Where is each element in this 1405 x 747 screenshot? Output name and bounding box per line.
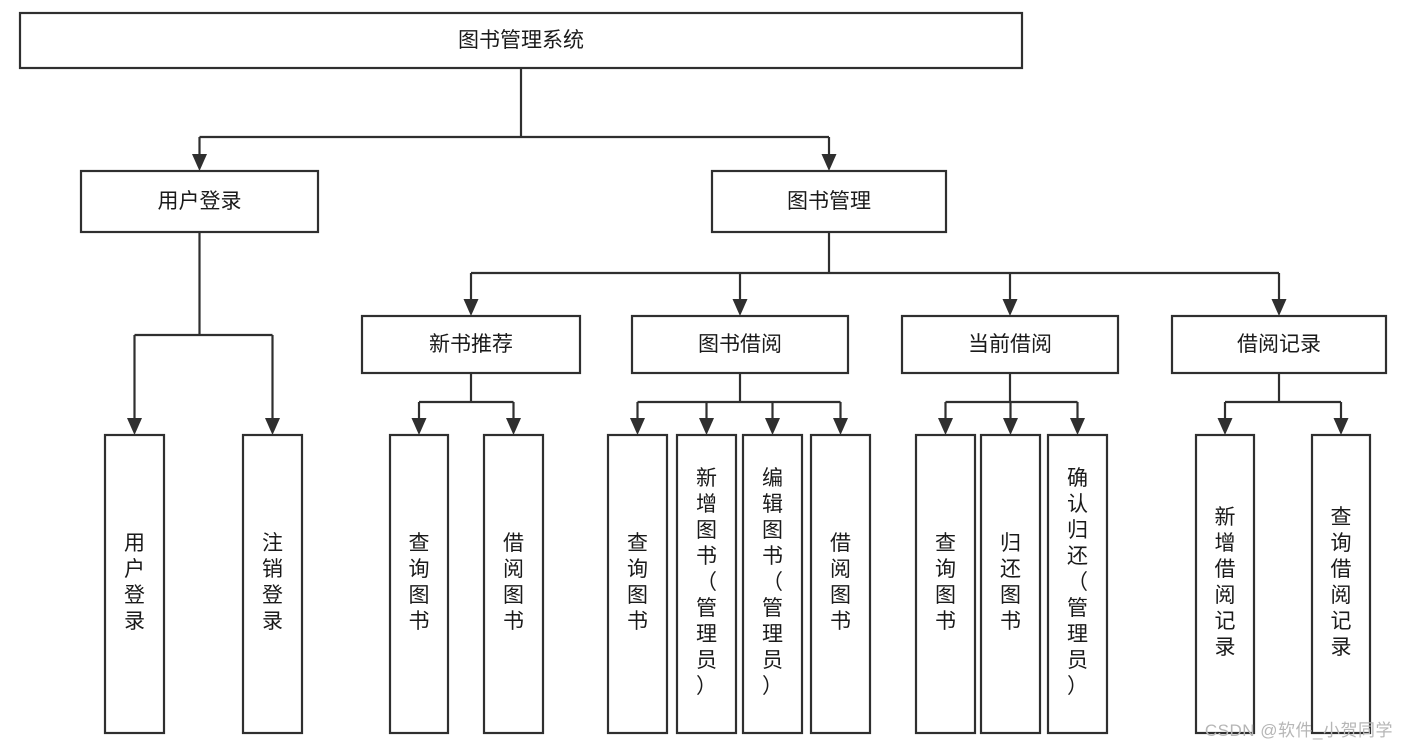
node-level2-借阅记录[interactable]: 借阅记录 <box>1170 314 1388 375</box>
node-root-图书管理系统[interactable]: 图书管理系统 <box>18 11 1024 70</box>
node-label: 用户登录 <box>158 190 242 213</box>
node-level2-新书推荐[interactable]: 新书推荐 <box>360 314 582 375</box>
node-box <box>979 433 1042 735</box>
node-label: 编辑图书（管理员） <box>762 467 783 698</box>
connector-layer <box>127 68 1349 435</box>
node-label: 查询图书 <box>935 532 956 633</box>
node-box <box>741 433 804 735</box>
node-level2-当前借阅[interactable]: 当前借阅 <box>900 314 1120 375</box>
node-box <box>675 433 738 735</box>
node-label: 查询图书 <box>409 532 430 633</box>
node-leaf-归还图书[interactable]: 归还图书 <box>979 433 1042 735</box>
node-label: 确认归还（管理员） <box>1067 467 1088 698</box>
node-label: 图书借阅 <box>698 333 782 356</box>
node-box <box>241 433 304 735</box>
node-level1-用户登录[interactable]: 用户登录 <box>79 169 320 234</box>
node-label: 图书管理 <box>787 190 871 213</box>
node-box <box>630 314 850 375</box>
node-leaf-借阅图书[interactable]: 借阅图书 <box>809 433 872 735</box>
node-level2-图书借阅[interactable]: 图书借阅 <box>630 314 850 375</box>
node-label: 归还图书 <box>1000 532 1021 633</box>
node-box <box>1046 433 1109 735</box>
csdn-watermark: CSDN @软件_小贺同学 <box>1204 721 1393 740</box>
node-box <box>606 433 669 735</box>
node-leaf-新增图书（管理员）[interactable]: 新增图书（管理员） <box>675 433 738 735</box>
node-box <box>388 433 450 735</box>
node-box <box>18 11 1024 70</box>
node-label: 新增图书（管理员） <box>696 467 717 698</box>
node-leaf-编辑图书（管理员）[interactable]: 编辑图书（管理员） <box>741 433 804 735</box>
node-box <box>1194 433 1256 735</box>
node-layer: 图书管理系统用户登录图书管理新书推荐图书借阅当前借阅借阅记录用户登录注销登录查询… <box>18 11 1388 735</box>
node-label: 图书管理系统 <box>458 29 584 52</box>
node-leaf-新增借阅记录[interactable]: 新增借阅记录 <box>1194 433 1256 735</box>
node-label: 借阅图书 <box>503 532 524 633</box>
node-leaf-借阅图书[interactable]: 借阅图书 <box>482 433 545 735</box>
node-label: 用户登录 <box>124 532 145 633</box>
node-box <box>710 169 948 234</box>
node-box <box>914 433 977 735</box>
node-level1-图书管理[interactable]: 图书管理 <box>710 169 948 234</box>
node-leaf-用户登录[interactable]: 用户登录 <box>103 433 166 735</box>
node-leaf-查询图书[interactable]: 查询图书 <box>606 433 669 735</box>
node-box <box>900 314 1120 375</box>
node-leaf-查询借阅记录[interactable]: 查询借阅记录 <box>1310 433 1372 735</box>
node-leaf-确认归还（管理员）[interactable]: 确认归还（管理员） <box>1046 433 1109 735</box>
node-label: 新书推荐 <box>429 333 513 356</box>
node-label: 借阅图书 <box>830 532 851 633</box>
node-box <box>809 433 872 735</box>
node-box <box>360 314 582 375</box>
node-label: 查询图书 <box>627 532 648 633</box>
node-label: 当前借阅 <box>968 333 1052 356</box>
node-leaf-查询图书[interactable]: 查询图书 <box>388 433 450 735</box>
node-box <box>79 169 320 234</box>
node-label: 借阅记录 <box>1237 333 1321 356</box>
node-box <box>1310 433 1372 735</box>
node-label: 新增借阅记录 <box>1215 506 1236 659</box>
node-box <box>103 433 166 735</box>
node-leaf-查询图书[interactable]: 查询图书 <box>914 433 977 735</box>
node-leaf-注销登录[interactable]: 注销登录 <box>241 433 304 735</box>
node-box <box>482 433 545 735</box>
node-label: 查询借阅记录 <box>1331 506 1352 659</box>
node-box <box>1170 314 1388 375</box>
node-label: 注销登录 <box>262 532 283 633</box>
